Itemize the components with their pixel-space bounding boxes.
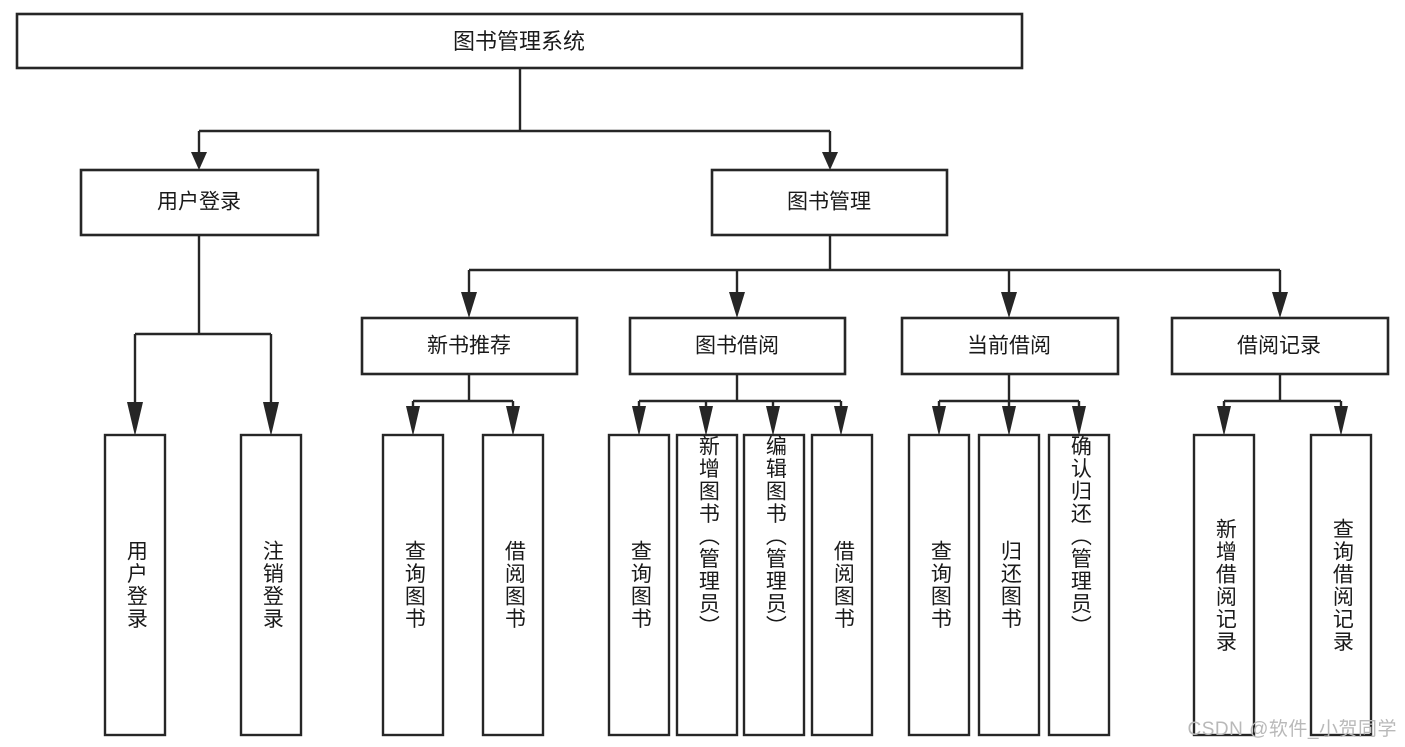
leaf-box-record-1[interactable]	[1192, 433, 1256, 737]
node-book-borrow[interactable]: 图书借阅	[628, 316, 847, 376]
node-root-label: 图书管理系统	[453, 29, 585, 54]
node-book-borrow-label: 图书借阅	[695, 335, 779, 358]
arrow-head-leaf-current-1	[932, 406, 946, 436]
leaf-box-borrow-2[interactable]	[675, 433, 739, 737]
leaf-box-record-2[interactable]	[1309, 433, 1373, 737]
node-current-borrow[interactable]: 当前借阅	[900, 316, 1120, 376]
node-user-login-box[interactable]	[79, 168, 320, 237]
node-book-management[interactable]: 图书管理	[710, 168, 949, 237]
arrow-head-leaf-borrow-1	[632, 406, 646, 436]
leaf-boxes	[103, 433, 1373, 737]
node-book-borrow-box[interactable]	[628, 316, 847, 376]
leaf-box-borrow-1[interactable]	[607, 433, 671, 737]
leaf-box-recommend-1[interactable]	[381, 433, 445, 737]
node-current-borrow-box[interactable]	[900, 316, 1120, 376]
node-user-login-label: 用户登录	[157, 191, 241, 214]
node-current-borrow-label: 当前借阅	[967, 335, 1051, 358]
arrow-head-leaf-borrow-4	[834, 406, 848, 436]
arrow-head-record	[1272, 292, 1288, 318]
arrow-heads	[127, 152, 1348, 436]
arrow-head-leaf-user-login-2	[263, 402, 279, 436]
leaf-box-user-login-1[interactable]	[103, 433, 167, 737]
leaf-box-current-2[interactable]	[977, 433, 1041, 737]
node-root[interactable]: 图书管理系统	[15, 12, 1024, 70]
node-book-management-box[interactable]	[710, 168, 949, 237]
arrow-head-leaf-borrow-3	[766, 406, 780, 436]
arrow-head-leaf-record-1	[1217, 406, 1231, 436]
arrow-head-leaf-recommend-1	[406, 406, 420, 436]
arrow-head-leaf-current-3	[1072, 406, 1086, 436]
arrow-head-leaf-recommend-2	[506, 406, 520, 436]
arrow-head-leaf-borrow-2	[699, 406, 713, 436]
arrow-head-recommend	[461, 292, 477, 318]
node-borrow-record-box[interactable]	[1170, 316, 1390, 376]
watermark-text: CSDN @软件_小贺同学	[1187, 719, 1397, 740]
leaf-box-borrow-3[interactable]	[742, 433, 806, 737]
node-borrow-record[interactable]: 借阅记录	[1170, 316, 1390, 376]
arrow-head-borrow	[729, 292, 745, 318]
leaf-box-recommend-2[interactable]	[481, 433, 545, 737]
arrow-head-leaf-record-2	[1334, 406, 1348, 436]
leaf-box-user-login-2[interactable]	[239, 433, 303, 737]
leaf-box-borrow-4[interactable]	[810, 433, 874, 737]
node-new-book-recommend-label: 新书推荐	[427, 335, 511, 358]
arrow-head-current	[1001, 292, 1017, 318]
arrow-head-leaf-current-2	[1002, 406, 1016, 436]
arrow-head-leaf-user-login-1	[127, 402, 143, 436]
node-new-book-recommend[interactable]: 新书推荐	[360, 316, 579, 376]
node-new-book-recommend-box[interactable]	[360, 316, 579, 376]
arrow-head-book-mgmt	[822, 152, 838, 170]
node-borrow-record-label: 借阅记录	[1237, 335, 1321, 358]
leaf-box-current-3[interactable]	[1047, 433, 1111, 737]
node-user-login[interactable]: 用户登录	[79, 168, 320, 237]
node-book-management-label: 图书管理	[787, 191, 871, 214]
arrow-head-user-login	[191, 152, 207, 170]
leaf-box-current-1[interactable]	[907, 433, 971, 737]
node-root-box[interactable]	[15, 12, 1024, 70]
